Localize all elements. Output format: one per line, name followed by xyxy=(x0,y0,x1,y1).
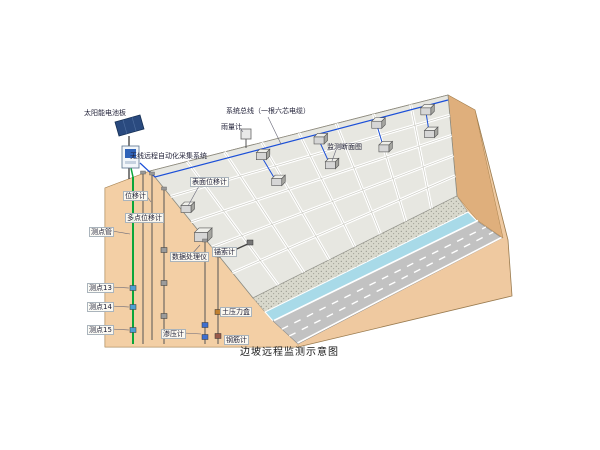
label-point-14: 测点14 xyxy=(87,302,114,312)
datalogger-keypad xyxy=(125,161,136,164)
label-system-bus: 系统总线（一根六芯电缆） xyxy=(226,107,310,115)
label-rebar-meter: 钢筋计 xyxy=(224,335,249,345)
datalogger-screen xyxy=(125,149,136,158)
leader-lines xyxy=(110,116,337,335)
diagram-title: 边坡远程监测示意图 xyxy=(240,347,339,358)
label-monitor-section: 监测断面图 xyxy=(327,143,362,151)
rain-gauge-assembly xyxy=(240,128,252,148)
label-wireless-system: 无线远程自动化采集系统 xyxy=(130,152,207,160)
label-data-processor: 数据处理仪 xyxy=(170,252,209,262)
label-measure-tube: 测点管 xyxy=(89,227,114,237)
rain-gauge-icon xyxy=(240,128,252,140)
road-markings xyxy=(273,219,502,344)
label-piezometer: 渗压计 xyxy=(161,329,186,339)
borehole-instruments xyxy=(129,167,222,344)
label-rain-gauge: 雨量计 xyxy=(221,123,242,131)
label-surface-displacement: 表面位移计 xyxy=(190,177,229,187)
label-earth-pressure-cell: 土压力盒 xyxy=(220,307,252,317)
label-point-15: 测点15 xyxy=(87,325,114,335)
label-multipoint-displacement: 多点位移计 xyxy=(125,213,164,223)
grid-lines xyxy=(170,104,456,287)
label-point-13: 测点13 xyxy=(87,283,114,293)
label-displacement: 位移计 xyxy=(123,191,148,201)
label-solar-panel: 太阳能电池板 xyxy=(84,109,126,117)
solar-panel-icon xyxy=(114,114,145,137)
solar-panel-assembly xyxy=(114,114,145,179)
monitoring-instrument-boxes xyxy=(180,103,439,243)
label-anchor-meter: 锚索计 xyxy=(212,247,237,257)
